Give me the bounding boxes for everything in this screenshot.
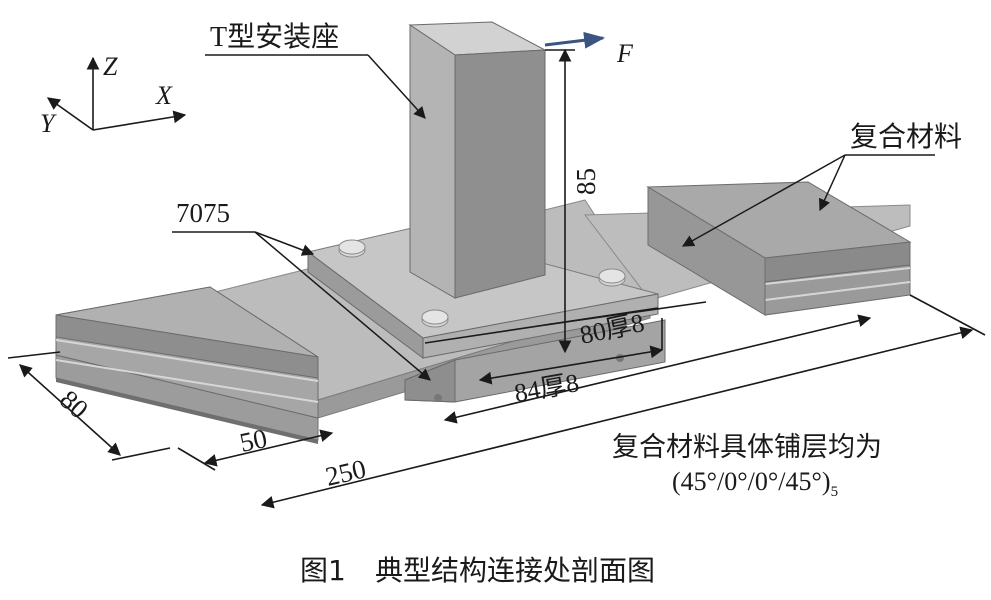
dimension-lines bbox=[7, 48, 986, 509]
layup-sequence-main: (45°/0°/0°/45°) bbox=[672, 467, 831, 496]
dim-length-label: 250 bbox=[323, 454, 369, 492]
axis-x-label: X bbox=[155, 81, 173, 110]
layup-sequence-sub: 5 bbox=[831, 484, 839, 500]
mount-label: T型安装座 bbox=[210, 21, 339, 53]
axis-z-label: Z bbox=[103, 52, 118, 81]
layup-sequence: (45°/0°/0°/45°)5 bbox=[672, 467, 838, 500]
alloy-label: 7075 bbox=[176, 198, 230, 228]
right-composite-laminate bbox=[584, 181, 912, 316]
composite-label: 复合材料 bbox=[850, 121, 962, 153]
axis-y-label: Y bbox=[40, 109, 57, 138]
dim-width-label: 80 bbox=[54, 384, 94, 424]
dim-height-label: 85 bbox=[571, 168, 601, 195]
layup-text: 复合材料具体铺层均为 bbox=[612, 432, 882, 462]
force-label: F bbox=[616, 39, 634, 68]
force-arrow bbox=[544, 31, 606, 49]
leader-lines bbox=[172, 54, 935, 381]
t-mount-column bbox=[408, 21, 547, 299]
coordinate-axes bbox=[46, 56, 187, 131]
dim-overlap-label: 50 bbox=[237, 423, 270, 458]
figure-title: 典型结构连接处剖面图 bbox=[375, 554, 655, 587]
figure-number: 图1 bbox=[300, 554, 346, 587]
